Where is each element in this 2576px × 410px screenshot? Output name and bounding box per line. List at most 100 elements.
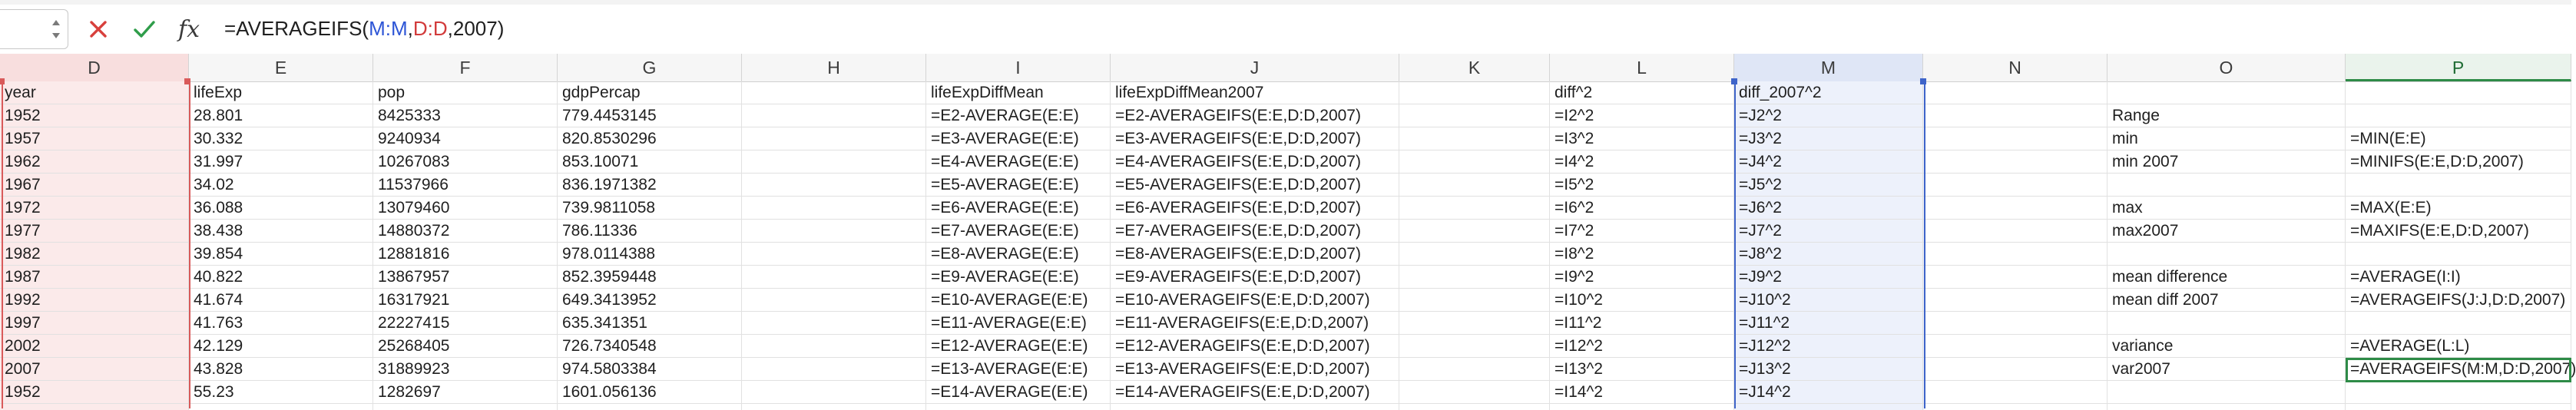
range-m-handle-top-left[interactable] xyxy=(1731,78,1737,84)
cell-p9[interactable]: =AVERAGE(I:I) xyxy=(2350,268,2461,286)
cell-o8[interactable] xyxy=(2107,243,2346,266)
cell-j3[interactable]: =E3-AVERAGEIFS(E:E,D:D,2007) xyxy=(1115,130,1361,147)
name-box[interactable] xyxy=(0,9,68,49)
cell-i13[interactable]: =E13-AVERAGE(E:E) xyxy=(931,360,1088,378)
cell-o4[interactable]: min 2007 xyxy=(2112,153,2179,170)
cell-i6[interactable]: =E6-AVERAGE(E:E) xyxy=(931,199,1079,217)
cell-o1[interactable] xyxy=(2107,81,2346,104)
column-header-n[interactable]: N xyxy=(1923,54,2107,81)
cell-p8[interactable] xyxy=(2346,243,2571,266)
confirm-check-icon[interactable] xyxy=(131,15,158,43)
cell-g2[interactable]: 779.4453145 xyxy=(562,107,657,124)
cell-l5[interactable]: =I5^2 xyxy=(1555,176,1594,193)
range-d-handle-top-right[interactable] xyxy=(184,78,190,84)
column-header-e[interactable]: E xyxy=(189,54,373,81)
cell-d1[interactable]: year xyxy=(5,84,36,101)
cell-p11[interactable] xyxy=(2346,312,2571,335)
cell-j5[interactable]: =E5-AVERAGEIFS(E:E,D:D,2007) xyxy=(1115,176,1361,193)
range-d-handle-top-left[interactable] xyxy=(0,78,5,84)
cell-m3[interactable]: =J3^2 xyxy=(1739,130,1782,147)
cell-g6[interactable]: 739.9811058 xyxy=(562,199,656,217)
column-header-l[interactable]: L xyxy=(1550,54,1734,81)
cell-e3[interactable]: 30.332 xyxy=(194,130,243,147)
cell-p10[interactable]: =AVERAGEIFS(J:J,D:D,2007) xyxy=(2350,291,2566,309)
cell-f9[interactable]: 13867957 xyxy=(378,268,450,286)
active-cell-outline[interactable] xyxy=(2346,358,2571,382)
cell-j4[interactable]: =E4-AVERAGEIFS(E:E,D:D,2007) xyxy=(1115,153,1361,170)
cell-f6[interactable]: 13079460 xyxy=(378,199,450,217)
cell-m2[interactable]: =J2^2 xyxy=(1739,107,1782,124)
cell-f13[interactable]: 31889923 xyxy=(378,360,450,378)
cell-f10[interactable]: 16317921 xyxy=(378,291,450,309)
cell-d3[interactable]: 1957 xyxy=(5,130,41,147)
cell-e13[interactable]: 43.828 xyxy=(194,360,243,378)
cell-l1[interactable]: diff^2 xyxy=(1555,84,1593,101)
formula-input[interactable]: =AVERAGEIFS(M:M,D:D,2007) xyxy=(224,17,504,41)
cell-e5[interactable]: 34.02 xyxy=(194,176,234,193)
cell-l11[interactable]: =I11^2 xyxy=(1555,314,1602,332)
cell-j6[interactable]: =E6-AVERAGEIFS(E:E,D:D,2007) xyxy=(1115,199,1361,217)
cell-g13[interactable]: 974.5803384 xyxy=(562,360,657,378)
cell-l2[interactable]: =I2^2 xyxy=(1555,107,1594,124)
column-header-p[interactable]: P xyxy=(2346,54,2571,81)
cell-o13[interactable]: var2007 xyxy=(2112,360,2170,378)
cell-d6[interactable]: 1972 xyxy=(5,199,41,217)
cell-p14[interactable] xyxy=(2346,381,2571,404)
cell-m13[interactable]: =J13^2 xyxy=(1739,360,1791,378)
cell-f7[interactable]: 14880372 xyxy=(378,222,450,240)
cell-j9[interactable]: =E9-AVERAGEIFS(E:E,D:D,2007) xyxy=(1115,268,1361,286)
cell-m10[interactable]: =J10^2 xyxy=(1739,291,1791,309)
cell-d8[interactable]: 1982 xyxy=(5,245,41,263)
cell-f14[interactable]: 1282697 xyxy=(378,383,441,401)
cell-f5[interactable]: 11537966 xyxy=(378,176,449,193)
column-header-j[interactable]: J xyxy=(1111,54,1399,81)
cell-g7[interactable]: 786.11336 xyxy=(562,222,637,240)
cell-l9[interactable]: =I9^2 xyxy=(1555,268,1594,286)
cell-l4[interactable]: =I4^2 xyxy=(1555,153,1594,170)
cell-i3[interactable]: =E3-AVERAGE(E:E) xyxy=(931,130,1079,147)
cell-j2[interactable]: =E2-AVERAGEIFS(E:E,D:D,2007) xyxy=(1115,107,1361,124)
cell-i1[interactable]: lifeExpDiffMean xyxy=(931,84,1044,101)
cell-i11[interactable]: =E11-AVERAGE(E:E) xyxy=(931,314,1087,332)
cell-i9[interactable]: =E9-AVERAGE(E:E) xyxy=(931,268,1079,286)
cell-f12[interactable]: 25268405 xyxy=(378,337,450,355)
cell-p6[interactable]: =MAX(E:E) xyxy=(2350,199,2432,217)
cell-o14[interactable] xyxy=(2107,381,2346,404)
cell-m4[interactable]: =J4^2 xyxy=(1739,153,1782,170)
cell-m8[interactable]: =J8^2 xyxy=(1739,245,1782,263)
cell-l8[interactable]: =I8^2 xyxy=(1555,245,1594,263)
cell-l3[interactable]: =I3^2 xyxy=(1555,130,1594,147)
cell-m11[interactable]: =J11^2 xyxy=(1739,314,1790,332)
cell-l12[interactable]: =I12^2 xyxy=(1555,337,1603,355)
cell-l7[interactable]: =I7^2 xyxy=(1555,222,1594,240)
cell-p1[interactable] xyxy=(2346,81,2571,104)
cell-m14[interactable]: =J14^2 xyxy=(1739,383,1791,401)
column-header-i[interactable]: I xyxy=(926,54,1111,81)
range-m-handle-top-right[interactable] xyxy=(1920,78,1926,84)
cell-f11[interactable]: 22227415 xyxy=(378,314,450,332)
cell-f1[interactable]: pop xyxy=(378,84,406,101)
cell-p12[interactable]: =AVERAGE(L:L) xyxy=(2350,337,2470,355)
cell-j13[interactable]: =E13-AVERAGEIFS(E:E,D:D,2007) xyxy=(1115,360,1370,378)
cell-o10[interactable]: mean diff 2007 xyxy=(2112,291,2219,309)
cell-d13[interactable]: 2007 xyxy=(5,360,41,378)
cell-p7[interactable]: =MAXIFS(E:E,D:D,2007) xyxy=(2350,222,2529,240)
column-header-o[interactable]: O xyxy=(2107,54,2346,81)
insert-function-fx-icon[interactable]: fx xyxy=(175,15,203,43)
name-box-stepper-icon[interactable] xyxy=(51,16,61,42)
cell-o9[interactable]: mean difference xyxy=(2112,268,2228,286)
cell-m12[interactable]: =J12^2 xyxy=(1739,337,1791,355)
cell-e1[interactable]: lifeExp xyxy=(194,84,243,101)
cell-i12[interactable]: =E12-AVERAGE(E:E) xyxy=(931,337,1088,355)
column-header-f[interactable]: F xyxy=(373,54,558,81)
cell-i7[interactable]: =E7-AVERAGE(E:E) xyxy=(931,222,1079,240)
cell-d10[interactable]: 1992 xyxy=(5,291,41,309)
cell-e4[interactable]: 31.997 xyxy=(194,153,243,170)
cell-g8[interactable]: 978.0114388 xyxy=(562,245,656,263)
column-header-g[interactable]: G xyxy=(558,54,742,81)
cell-l13[interactable]: =I13^2 xyxy=(1555,360,1603,378)
cell-f3[interactable]: 9240934 xyxy=(378,130,441,147)
cell-o5[interactable] xyxy=(2107,174,2346,197)
cell-d5[interactable]: 1967 xyxy=(5,176,41,193)
cell-m6[interactable]: =J6^2 xyxy=(1739,199,1782,217)
